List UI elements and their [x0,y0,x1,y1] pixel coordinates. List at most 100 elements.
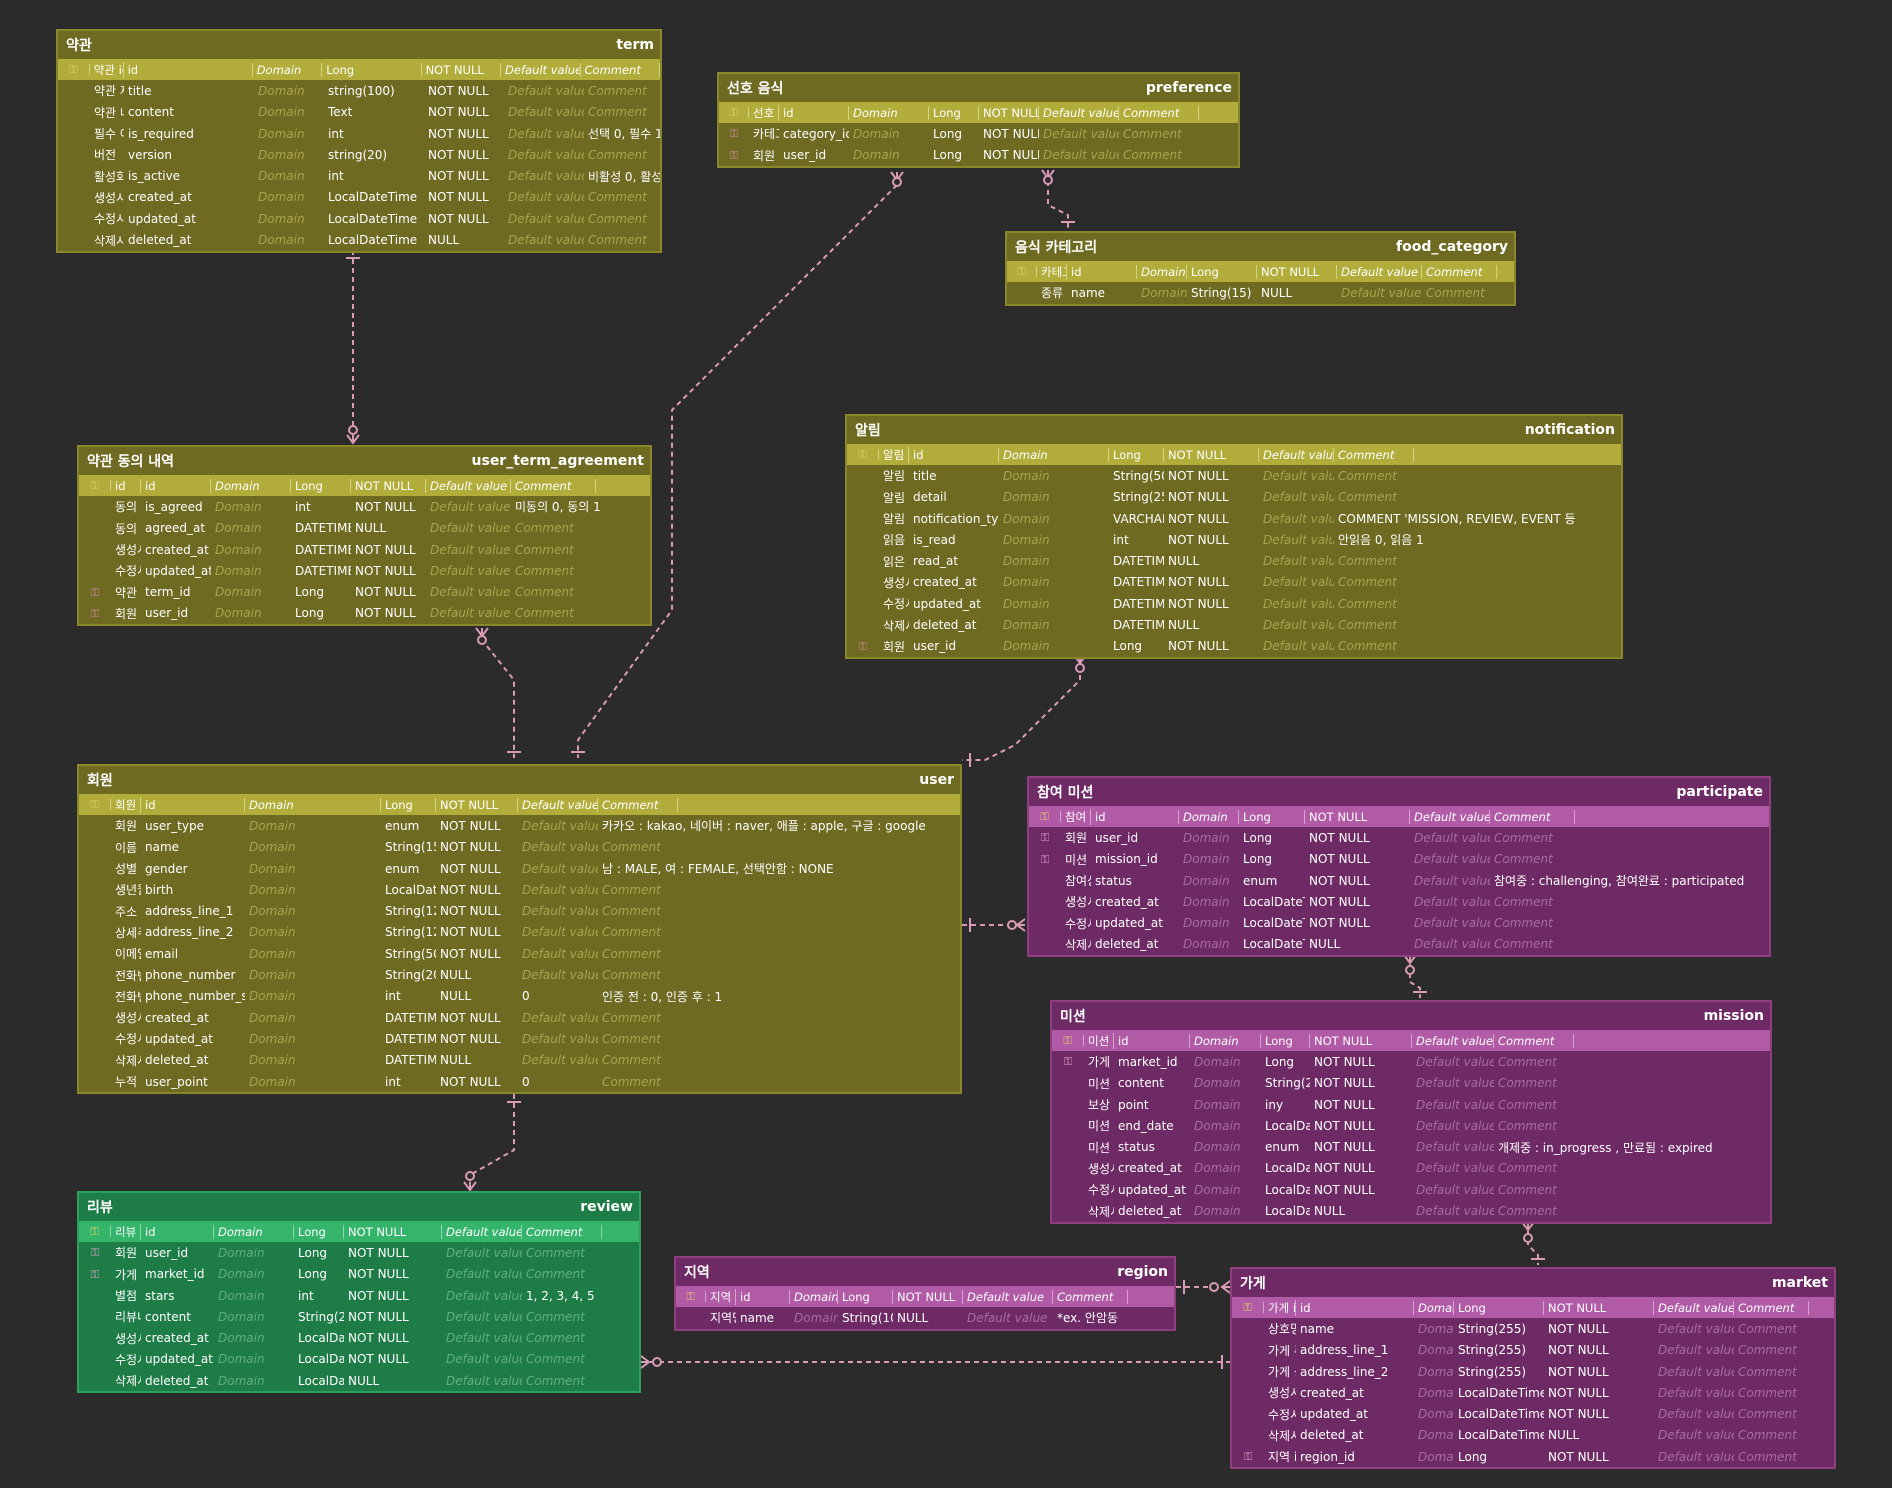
attribute-row[interactable]: 삭제시간deleted_atDomainLocalDateTimeNULLDef… [58,229,660,250]
attribute-row[interactable]: 알림 타입notification_typeDomainVARCHAR(50)N… [847,508,1621,529]
attribute-row[interactable]: 생년월일birthDomainLocalDateNOT NULLDefault … [79,879,960,900]
attribute-row[interactable]: 알림 제목titleDomainString(50)NOT NULLDefaul… [847,465,1621,486]
attribute-row[interactable]: 삭제시간deleted_atDomainLocalDateTimeNULLDef… [1029,934,1769,955]
rel-user-review[interactable] [469,1094,515,1189]
attribute-row[interactable]: 미션 내용contentDomainString(255)NOT NULLDef… [1052,1073,1770,1094]
attribute-row[interactable]: 전화번호phone_numberDomainString(20)NULLDefa… [79,964,960,985]
attribute-row[interactable]: 삭제시간deleted_atDomainDATETIMENULLDefault … [79,1050,960,1071]
attribute-row[interactable]: 알림 내용detailDomainString(255)NOT NULLDefa… [847,487,1621,508]
attribute-row[interactable]: 가게 주소address_line_1DomainString(255)NOT … [1232,1340,1834,1361]
attribute-row[interactable]: 가게 상세 주소address_line_2DomainString(255)N… [1232,1361,1834,1382]
attribute-row[interactable]: 전화번호 인증상태phone_number_statusDomainintNUL… [79,986,960,1007]
rel-user-term-agreement-user[interactable] [481,630,515,758]
rel-notification-user[interactable] [962,657,1081,761]
attribute-row[interactable]: 약관 제목titleDomainstring(100)NOT NULLDefau… [58,80,660,101]
attribute-row[interactable]: 미션 만료일end_dateDomainLocalDateTimeNOT NUL… [1052,1115,1770,1136]
attribute-row[interactable]: 동의 시간agreed_atDomainDATETIMENULLDefault … [79,518,650,539]
attribute-row[interactable]: 리뷰내용contentDomainString(255)NOT NULLDefa… [79,1306,639,1327]
attribute-row[interactable]: 삭제시간deleted_atDomainLocalDateTimeNULLDef… [79,1370,639,1391]
attribute-row[interactable]: 삭제시간deleted_atDomainDATETIMENULLDefault … [847,614,1621,635]
attribute-row[interactable]: 삭제시간deleted_atDomainLocalDateTimeNULLDef… [1232,1425,1834,1446]
rel-mission-market[interactable] [1527,1222,1539,1265]
rel-preference-food-category[interactable] [1047,172,1069,229]
rel-participate-mission[interactable] [1409,955,1421,998]
attribute-row[interactable]: 삭제시간deleted_atDomainLocalDateTimeNULLDef… [1052,1200,1770,1221]
